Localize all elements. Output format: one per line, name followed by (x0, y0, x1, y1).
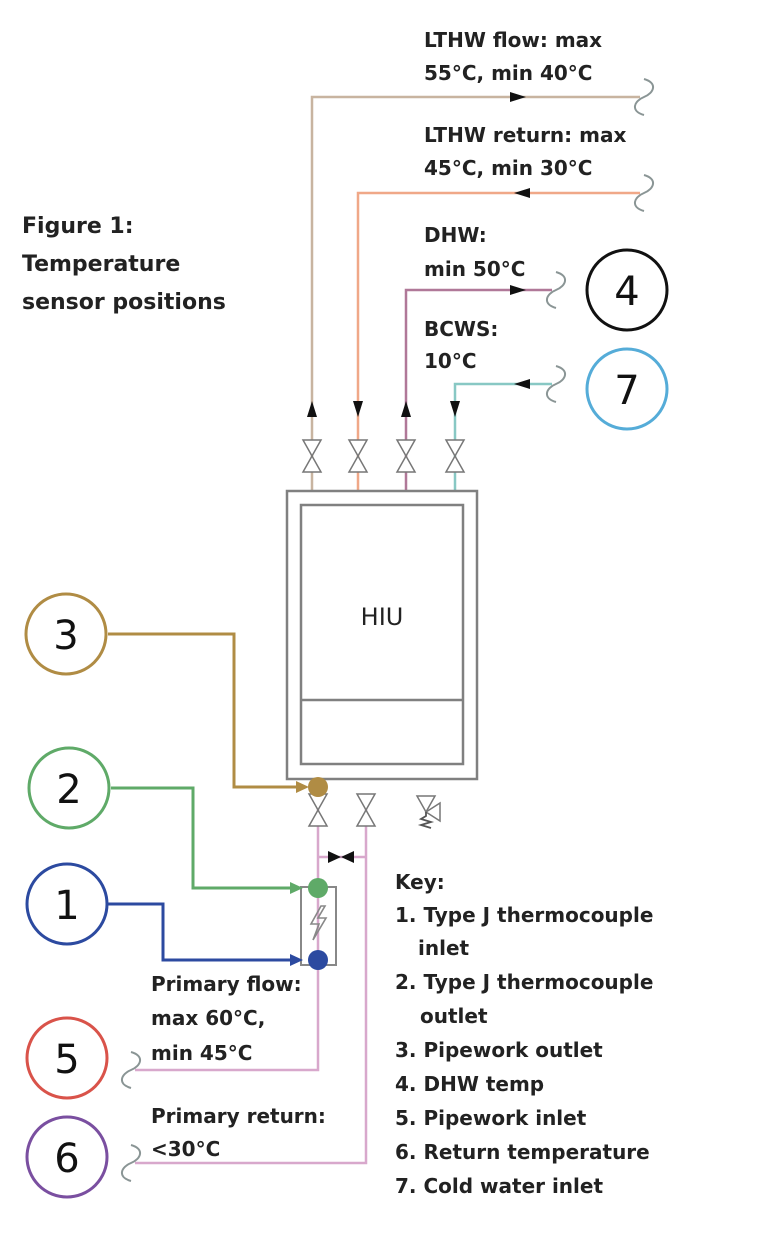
sensor-number: 1 (54, 883, 79, 929)
primary-flow-valve-icon (308, 793, 328, 827)
lthw-flow-label: LTHW flow: max (424, 28, 602, 52)
figure-title-line: Figure 1: (22, 214, 134, 239)
key-item: 5. Pipework inlet (395, 1106, 587, 1130)
pressure-relief-valve-icon (415, 795, 441, 829)
lightning-icon (309, 905, 328, 941)
flow-arrow-icon (514, 188, 530, 198)
sensor-badge-5: 5 (25, 1016, 109, 1100)
hiu-unit: HIU (285, 489, 479, 781)
sensor-badge-4: 4 (585, 248, 669, 332)
primary-return-label-line: Primary return: (151, 1104, 326, 1128)
sensor-1-wire (108, 902, 328, 970)
flow-arrow-icon (510, 285, 526, 295)
figure-title: Figure 1: Temperature sensor positions (22, 214, 226, 315)
bypass-valve-icon (328, 851, 354, 863)
isolation-valve-icon (302, 439, 322, 473)
key-item: 2. Type J thermocouple (395, 970, 653, 994)
primary-flow-label-line: max 60°C, (151, 1006, 265, 1030)
primary-return-label-line: <30°C (151, 1137, 220, 1161)
figure-title-line: sensor positions (22, 290, 226, 315)
flow-arrow-icon (514, 379, 530, 389)
lthw-flow-label: 55°C, min 40°C (424, 61, 592, 85)
key-item: 4. DHW temp (395, 1072, 544, 1096)
lthw-return-pipe: LTHW return: max 45°C, min 30°C (356, 123, 655, 490)
sensor-badge-6: 6 (25, 1115, 109, 1199)
sensor-badge-7: 7 (585, 347, 669, 431)
lthw-flow-pipe: LTHW flow: max 55°C, min 40°C (310, 28, 655, 490)
sensor-3-dot (308, 777, 328, 797)
sensor-3-wire (108, 632, 328, 797)
sensor-number: 2 (56, 767, 81, 813)
bcws-label: BCWS: (424, 317, 498, 341)
key-item: 6. Return temperature (395, 1140, 650, 1164)
key-item: outlet (420, 1004, 488, 1028)
key-item: 7. Cold water inlet (395, 1174, 603, 1198)
hiu-inner-panel (299, 503, 465, 766)
sensor-1-dot (308, 950, 328, 970)
sensor-number: 5 (54, 1037, 79, 1083)
flow-arrow-icon (510, 92, 526, 102)
sensor-badge-2: 2 (27, 746, 111, 830)
isolation-valve-icon (348, 439, 368, 473)
figure-title-line: Temperature (22, 252, 180, 277)
sensor-badge-3: 3 (24, 592, 108, 676)
bcws-label: 10°C (424, 349, 477, 373)
primary-return-valve-icon (356, 793, 376, 827)
primary-flow-label: Primary flow: max 60°C, min 45°C (151, 972, 302, 1065)
key-heading: Key: (395, 870, 445, 894)
up-arrow-icon (307, 401, 317, 417)
sensor-number: 7 (614, 368, 639, 414)
sensor-2-dot (308, 878, 328, 898)
sensor-2-wire (111, 786, 328, 898)
key-item: inlet (418, 936, 470, 960)
hiu-label: HIU (361, 603, 404, 631)
dhw-label: DHW: (424, 223, 487, 247)
primary-flow-label-line: min 45°C (151, 1041, 252, 1065)
sensor-badge-1: 1 (25, 862, 109, 946)
sensor-number: 6 (54, 1136, 79, 1182)
hiu-outer-casing (285, 489, 479, 781)
sensor-number: 4 (614, 269, 639, 315)
primary-flow-label-line: Primary flow: (151, 972, 302, 996)
down-arrow-icon (353, 401, 363, 417)
down-arrow-icon (450, 401, 460, 417)
isolation-valve-icon (396, 439, 416, 473)
key-item: 3. Pipework outlet (395, 1038, 603, 1062)
sensor-number: 3 (53, 613, 78, 659)
lthw-return-label: 45°C, min 30°C (424, 156, 592, 180)
key-item: 1. Type J thermocouple (395, 903, 653, 927)
dhw-pipe: DHW: min 50°C (404, 223, 567, 490)
isolation-valve-icon (445, 439, 465, 473)
lthw-return-label: LTHW return: max (424, 123, 626, 147)
bcws-pipe: BCWS: 10°C (424, 317, 567, 490)
primary-return-label: Primary return: <30°C (151, 1104, 326, 1161)
up-arrow-icon (401, 401, 411, 417)
key-legend: Key: 1. Type J thermocouple inlet 2. Typ… (395, 870, 653, 1198)
dhw-label: min 50°C (424, 257, 525, 281)
